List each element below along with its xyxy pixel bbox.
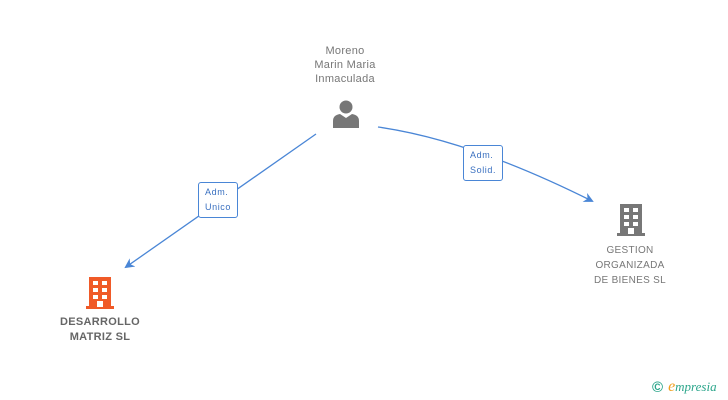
- brand-name: empresia: [668, 378, 717, 395]
- building-icon[interactable]: [617, 204, 645, 236]
- brand-logo: © empresia: [652, 378, 717, 396]
- company-other-name[interactable]: GESTION ORGANIZADA DE BIENES SL: [594, 245, 666, 286]
- person-name[interactable]: Moreno Marin Maria Inmaculada: [314, 45, 376, 85]
- edge-label-adm-unico[interactable]: Adm. Unico: [198, 182, 239, 218]
- person-icon[interactable]: [332, 99, 360, 129]
- company-main-name[interactable]: DESARROLLO MATRIZ SL: [60, 316, 140, 343]
- building-icon[interactable]: [86, 277, 114, 309]
- copyright-icon: ©: [652, 378, 664, 396]
- edge-label-adm-solid[interactable]: Adm. Solid.: [463, 145, 504, 181]
